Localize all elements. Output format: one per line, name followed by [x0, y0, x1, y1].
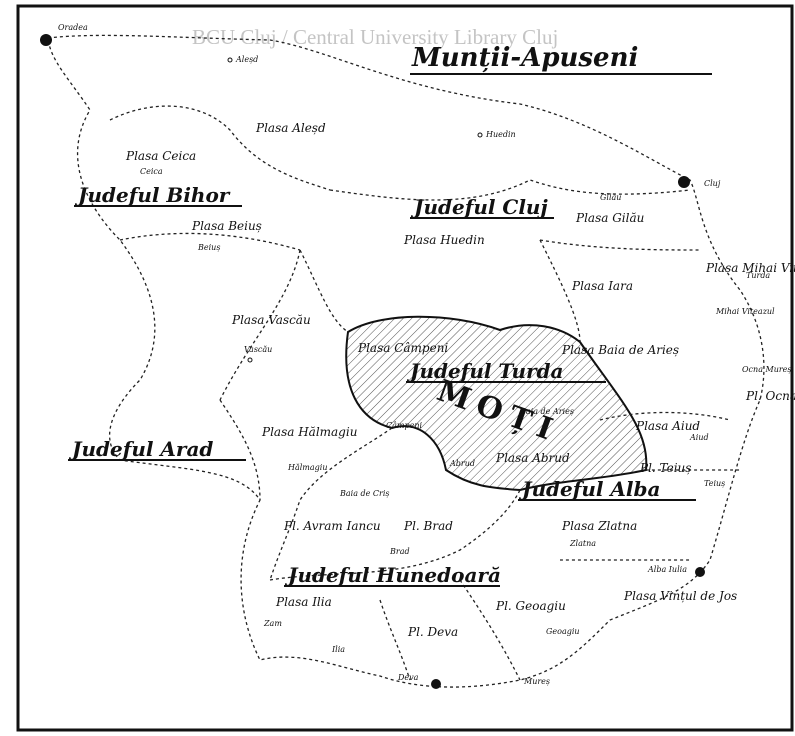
border-line-5: [539, 239, 581, 343]
border-line-3: [299, 249, 349, 333]
plasa-label-beius: Plasa Beiuș: [191, 219, 262, 233]
town-marker-deva: [431, 679, 441, 689]
plasa-label-gilau: Plasa Gilău: [575, 211, 644, 225]
town-marker-oradea: [40, 34, 52, 46]
border-line-9: [269, 427, 393, 581]
town-label-deva: Deva: [397, 673, 419, 682]
plasa-label-deva: Pl. Deva: [407, 625, 458, 639]
plasa-label-baia: Plasa Baia de Arieș: [561, 343, 679, 357]
town-label-campeni: Câmpeni: [386, 421, 422, 430]
border-line-2: [119, 232, 301, 251]
plasa-label-ceica: Plasa Ceica: [125, 149, 196, 163]
plasa-label-huedin: Plasa Huedin: [403, 233, 485, 247]
town-marker-alba: [695, 567, 705, 577]
plasa-label-zlatna: Plasa Zlatna: [561, 519, 637, 533]
town-label-halmagiu: Hălmagiu: [287, 463, 328, 472]
town-label-cluj: Cluj: [704, 179, 721, 188]
border-line-14: [459, 579, 521, 681]
map-title: Munții-Apuseni: [411, 43, 638, 73]
town-label-mihai: Mihai Viteazul: [715, 307, 775, 316]
outer-border: [47, 34, 765, 688]
plasa-label-geoagiu: Pl. Geoagiu: [495, 599, 566, 613]
plasa-label-ilia: Plasa Ilia: [275, 595, 332, 609]
county-label-bihor: Judeful Bihor: [74, 183, 231, 207]
town-marker-alesd: [227, 57, 233, 63]
border-line-4: [329, 179, 691, 201]
town-label-oradea: Oradea: [58, 23, 88, 32]
moti-region-outline: [345, 315, 648, 492]
town-label-ceica: Ceica: [140, 167, 163, 176]
border-line-7: [219, 249, 301, 401]
map-frame: [16, 4, 794, 732]
plasa-label-campeni: Plasa Câmpeni: [357, 341, 448, 355]
town-label-gilau: Gilău: [600, 193, 621, 202]
town-label-beius: Beiuș: [197, 243, 220, 252]
town-label-turda: Turda: [746, 271, 770, 280]
town-label-geoagiu: Geoagiu: [546, 627, 580, 636]
county-label-alba: Judeful Alba: [518, 477, 660, 501]
town-label-vascau: Vascău: [244, 345, 272, 354]
county-label-turda: Judeful Turda: [406, 359, 564, 383]
town-label-abrud: Abrud: [449, 459, 475, 468]
town-label-brad: Brad: [389, 547, 410, 556]
plasa-label-mihai: Plasa Mihai Viteazul: [705, 261, 795, 275]
town-label-aiud: Aiud: [689, 433, 709, 442]
plasa-label-iara: Plasa Iara: [571, 279, 633, 293]
county-label-hunedoara: Judeful Hunedoară: [284, 563, 501, 587]
county-label-arad: Judeful Arad: [68, 437, 213, 461]
town-label-zlatna: Zlatna: [569, 539, 596, 548]
town-label-alesd: Aleșd: [235, 55, 258, 64]
plasa-label-ocna: Pl. Ocna Mureș: [745, 389, 795, 403]
town-marker-cluj: [678, 176, 690, 188]
county-label-cluj: Judeful Cluj: [410, 195, 548, 219]
town-label-zam: Zam: [263, 619, 282, 628]
town-marker-vascau: [247, 357, 253, 363]
border-line-8: [219, 399, 261, 501]
plasa-label-alesd: Plasa Aleșd: [255, 121, 326, 135]
town-label-mures: Mureș: [523, 677, 550, 686]
border-line-12: [599, 411, 731, 421]
watermark-text: BCU Cluj / Central University Library Cl…: [192, 25, 558, 49]
town-label-ilia: Ilia: [331, 645, 345, 654]
town-label-baia: Baia de Arieș: [519, 407, 574, 416]
plasa-label-aiud: Plasa Aiud: [635, 419, 700, 433]
town-marker-huedin: [477, 132, 483, 138]
moti-region-hatch: [346, 316, 647, 490]
plasa-label-vintul: Plasa Vințul de Jos: [623, 589, 737, 603]
town-label-baia-cris: Baia de Criș: [339, 489, 390, 498]
town-label-alba: Alba Iulia: [647, 565, 687, 574]
town-label-teius: Teiuș: [704, 479, 725, 488]
plasa-label-vascau: Plasa Vascău: [231, 313, 311, 327]
border-line-6: [539, 239, 701, 251]
plasa-label-teius: Pl. Teiuș: [639, 461, 691, 475]
border-line-1: [109, 105, 331, 191]
town-label-huedin: Huedin: [485, 130, 516, 139]
plasa-label-avram: Pl. Avram Iancu: [283, 519, 381, 533]
plasa-label-halmagiu: Plasa Hălmagiu: [261, 425, 357, 439]
town-label-ocna: Ocna Mureș: [742, 365, 792, 374]
border-line-13: [379, 599, 411, 681]
plasa-label-abrud: Plasa Abrud: [495, 451, 570, 465]
plasa-label-brad: Pl. Brad: [403, 519, 453, 533]
